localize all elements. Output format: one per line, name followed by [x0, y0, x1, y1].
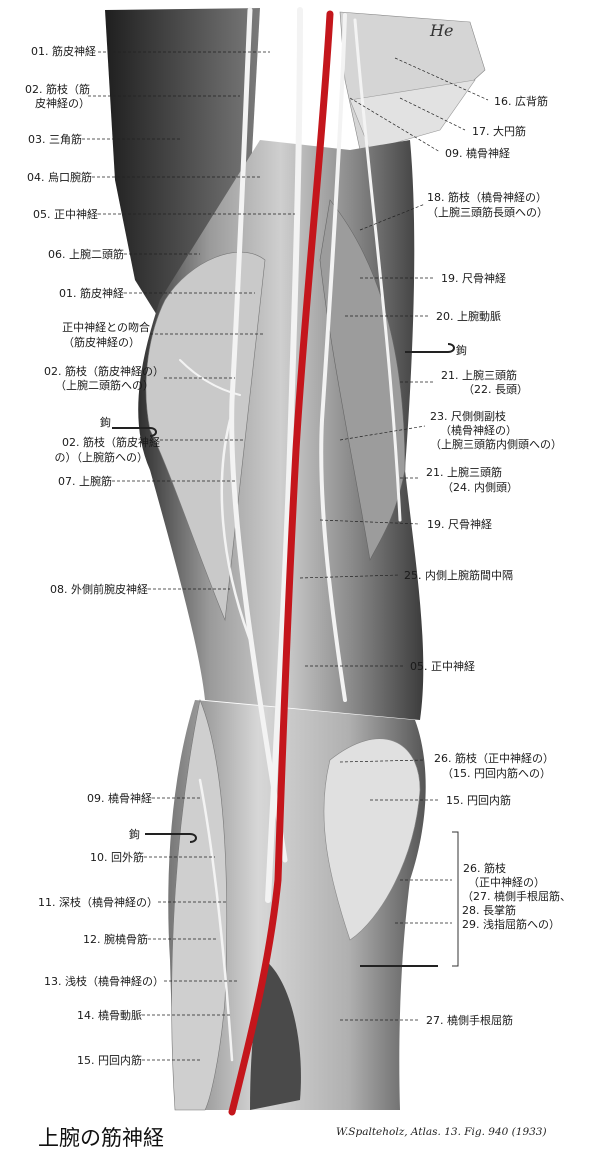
- label-muscular-branches-group: 26. 筋枝: [463, 862, 506, 875]
- label-branch-triceps-long-cont: （上腕三頭筋長頭への）: [427, 206, 548, 219]
- label-radial-nerve-right: 09. 橈骨神経: [445, 147, 510, 160]
- label-musculocutaneous-nerve-2: 01. 筋皮神経: [59, 287, 124, 300]
- label-muscular-branches-group-source: （正中神経の）: [468, 876, 545, 889]
- label-hook: 鉤: [100, 416, 111, 429]
- bracket: [452, 831, 459, 967]
- label-hook-right: 鉤: [456, 344, 467, 357]
- label-hook-2: 鉤: [129, 828, 140, 841]
- label-medial-intermuscular-septum: 25. 内側上腕筋間中隔: [404, 569, 513, 582]
- label-triceps: 21. 上腕三頭筋: [441, 369, 517, 382]
- label-pronator-teres-right: 15. 円回内筋: [446, 794, 511, 807]
- label-superficial-branch: 13. 浅枝（橈骨神経の）: [44, 975, 164, 988]
- figure-title: 上腕の筋神経: [38, 1126, 164, 1150]
- figure-citation: W.Spalteholz, Atlas. 13. Fig. 940 (1933): [336, 1126, 547, 1138]
- deep-gap: [250, 960, 301, 1110]
- label-median-nerve-right: 05. 正中神経: [410, 660, 475, 673]
- label-lateral-antebrachial-cutaneous: 08. 外側前腕皮神経: [50, 583, 148, 596]
- brachioradialis: [171, 698, 228, 1111]
- label-long-head: （22. 長頭）: [463, 383, 528, 396]
- label-muscular-branch: 02. 筋枝（筋: [25, 83, 90, 96]
- label-muscular-branches-fcr: （27. 橈側手根屈筋、: [462, 890, 571, 903]
- nerves: [179, 7, 402, 1062]
- label-muscular-branches-pl: 28. 長掌筋: [462, 904, 516, 917]
- label-ulnar-collateral-branch-cont: （橈骨神経の）: [440, 424, 517, 437]
- label-deep-branch: 11. 深枝（橈骨神経の）: [38, 896, 158, 909]
- label-branch-to-brachialis: 02. 筋枝（筋皮神経: [62, 436, 160, 449]
- label-median-nerve: 05. 正中神経: [33, 208, 98, 221]
- teres-major-muscle: [349, 79, 476, 151]
- label-branch-median-pronator-cont: （15. 円回内筋への）: [442, 767, 551, 780]
- hook-icon: [145, 833, 197, 843]
- label-branch-median-pronator: 26. 筋枝（正中神経の）: [434, 752, 554, 765]
- label-deltoid: 03. 三角筋: [28, 133, 82, 146]
- label-anastomosis: 正中神経との吻合: [62, 321, 150, 334]
- label-radial-artery: 14. 橈骨動脈: [77, 1009, 142, 1022]
- hook-icon: [112, 427, 157, 437]
- label-musculocutaneous-nerve: 01. 筋皮神経: [31, 45, 96, 58]
- label-brachialis: 07. 上腕筋: [58, 475, 112, 488]
- label-ulnar-collateral-branch: 23. 尺側側副枝: [430, 410, 506, 423]
- triceps-muscle: [319, 199, 406, 561]
- label-branch-to-brachialis-cont: の）（上腕筋への）: [54, 451, 149, 464]
- pronator-teres: [323, 738, 421, 941]
- label-flexor-carpi-radialis: 27. 橈側手根屈筋: [426, 1014, 513, 1027]
- brachial-artery: [228, 10, 334, 1116]
- label-triceps-2: 21. 上腕三頭筋: [426, 466, 502, 479]
- label-branch-to-biceps: 02. 筋枝（筋皮神経の）: [44, 365, 164, 378]
- label-anastomosis-cont: （筋皮神経の）: [63, 336, 140, 349]
- signature-mark: He: [429, 21, 453, 40]
- label-brachioradialis: 12. 腕橈骨筋: [83, 933, 148, 946]
- label-ulnar-nerve: 19. 尺骨神経: [441, 272, 506, 285]
- label-teres-major: 17. 大円筋: [472, 125, 526, 138]
- label-latissimus-dorsi: 16. 広背筋: [494, 95, 548, 108]
- label-ulnar-nerve-2: 19. 尺骨神経: [427, 518, 492, 531]
- label-brachial-artery: 20. 上腕動脈: [436, 310, 501, 323]
- label-coracobrachialis: 04. 烏口腕筋: [27, 171, 92, 184]
- label-branch-triceps-long: 18. 筋枝（橈骨神経の）: [427, 191, 547, 204]
- label-radial-nerve: 09. 橈骨神経: [87, 792, 152, 805]
- leader-lines: [299, 57, 489, 1021]
- leader-lines: [82, 51, 295, 1061]
- label-muscular-branches-fds: 29. 浅指屈筋への）: [462, 918, 560, 931]
- label-branch-to-biceps-cont: （上腕二頭筋への）: [55, 379, 154, 392]
- label-ulnar-collateral-branch-target: （上腕三頭筋内側頭への）: [430, 438, 562, 451]
- label-pronator-teres: 15. 円回内筋: [77, 1054, 142, 1067]
- label-biceps: 06. 上腕二頭筋: [48, 248, 124, 261]
- hook-icon: [405, 343, 455, 353]
- label-medial-head: （24. 内側頭）: [442, 481, 518, 494]
- label-supinator: 10. 回外筋: [90, 851, 144, 864]
- label-muscular-branch-cont: 皮神経の）: [35, 97, 90, 110]
